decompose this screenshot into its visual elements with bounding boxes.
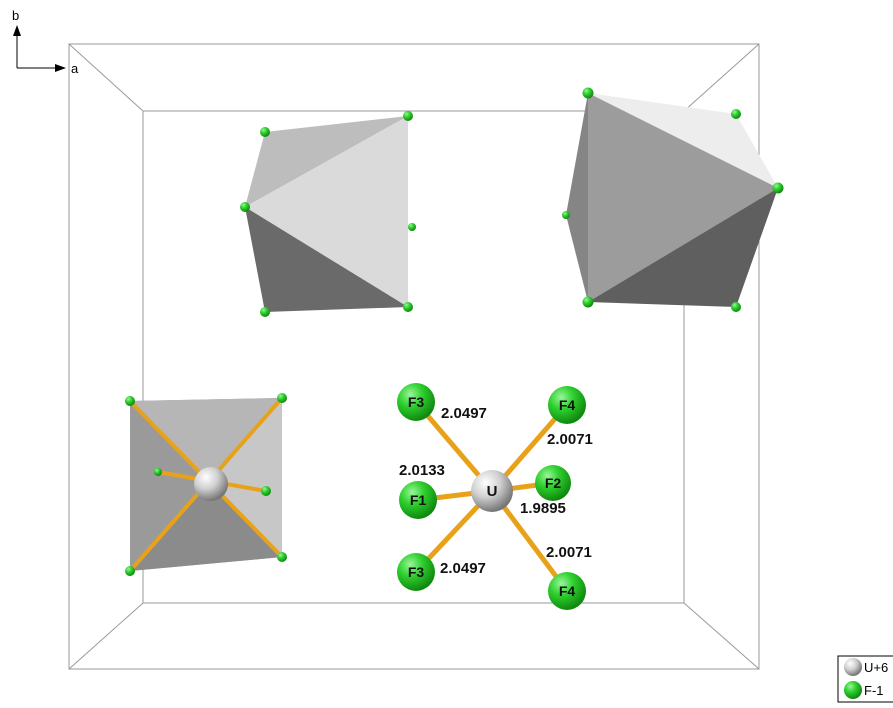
legend-label-fluorine: F-1 bbox=[864, 683, 884, 698]
polyhedron-face bbox=[588, 188, 778, 307]
unit-cell-outer-face bbox=[68, 43, 760, 670]
bond-length-u-f1: 2.0133 bbox=[399, 462, 445, 479]
unit-cell-edge bbox=[68, 602, 144, 670]
atom-label-f3-bottom: F3 bbox=[408, 564, 425, 580]
atom-label-f2: F2 bbox=[545, 475, 562, 491]
fluorine-atom bbox=[582, 296, 594, 308]
polyhedron-face bbox=[245, 116, 408, 307]
polyhedron-face bbox=[130, 484, 282, 571]
fluorine-atom-f4-bottom bbox=[548, 572, 586, 610]
axis-b-label: b bbox=[12, 8, 19, 23]
fluorine-atom bbox=[403, 302, 413, 312]
fluorine-atom-f3-top bbox=[397, 383, 435, 421]
fluorine-atom bbox=[125, 566, 135, 576]
fluorine-atom bbox=[731, 109, 741, 119]
legend-label-uranium: U+6 bbox=[864, 660, 888, 675]
legend: U+6 F-1 bbox=[837, 655, 893, 703]
polyhedron-face bbox=[130, 398, 282, 484]
fluorine-atom-f3-bottom bbox=[397, 553, 435, 591]
fluorine-atom bbox=[582, 87, 594, 99]
fluorine-atom bbox=[562, 211, 570, 219]
axis-indicator: b a bbox=[12, 8, 79, 76]
uf6-octahedron-bottom-left bbox=[125, 393, 287, 576]
fluorine-atom bbox=[731, 302, 741, 312]
polyhedron-face bbox=[245, 207, 408, 312]
fluorine-atom bbox=[408, 223, 416, 231]
fluorine-atom bbox=[277, 552, 287, 562]
fluorine-atom bbox=[260, 127, 270, 137]
unit-cell-edge bbox=[683, 43, 760, 112]
fluorine-atom bbox=[261, 486, 271, 496]
fluorine-atom bbox=[260, 307, 270, 317]
uranium-atom bbox=[194, 467, 228, 501]
fluorine-atom-f1 bbox=[399, 481, 437, 519]
axis-b-arrowhead bbox=[13, 25, 21, 36]
atom-label-f1: F1 bbox=[410, 492, 427, 508]
uf6-labeled-molecule: U F3 F4 F1 F2 F3 F4 2.0497 2.0071 2.0133… bbox=[397, 383, 593, 610]
legend-fluorine-swatch bbox=[844, 681, 862, 699]
fluorine-atom bbox=[277, 393, 287, 403]
bond-length-u-f3-top: 2.0497 bbox=[441, 405, 487, 422]
atom-label-f4-top: F4 bbox=[559, 397, 576, 413]
unit-cell-edge bbox=[683, 602, 760, 670]
fluorine-atom bbox=[240, 202, 250, 212]
polyhedron-face bbox=[566, 93, 588, 302]
bond-length-u-f4-top: 2.0071 bbox=[547, 431, 593, 448]
fluorine-atom-f2 bbox=[535, 465, 571, 501]
atom-label-f4-bottom: F4 bbox=[559, 583, 576, 599]
bond-length-u-f4-bottom: 2.0071 bbox=[546, 544, 592, 561]
atom-label-f3-top: F3 bbox=[408, 394, 425, 410]
fluorine-atom bbox=[403, 111, 413, 121]
fluorine-atom bbox=[772, 182, 784, 194]
fluorine-atom bbox=[125, 396, 135, 406]
unit-cell-inner-face bbox=[142, 110, 685, 604]
bond-length-u-f3-bottom: 2.0497 bbox=[440, 560, 486, 577]
atom-label-u: U bbox=[487, 483, 498, 500]
axis-a-label: a bbox=[71, 61, 79, 76]
polyhedron-face bbox=[210, 398, 282, 557]
legend-uranium-swatch bbox=[844, 658, 862, 676]
unit-cell bbox=[68, 43, 760, 670]
uf6-octahedron-top-middle bbox=[240, 111, 416, 317]
unit-cell-edge bbox=[68, 43, 144, 112]
polyhedron-face bbox=[588, 93, 778, 302]
fluorine-atom-f4-top bbox=[548, 386, 586, 424]
uf6-octahedron-top-right bbox=[562, 87, 784, 312]
bond-length-u-f2: 1.9895 bbox=[520, 500, 566, 517]
axis-a-arrowhead bbox=[55, 64, 66, 72]
fluorine-atom bbox=[154, 468, 162, 476]
uranium-atom bbox=[471, 470, 513, 512]
